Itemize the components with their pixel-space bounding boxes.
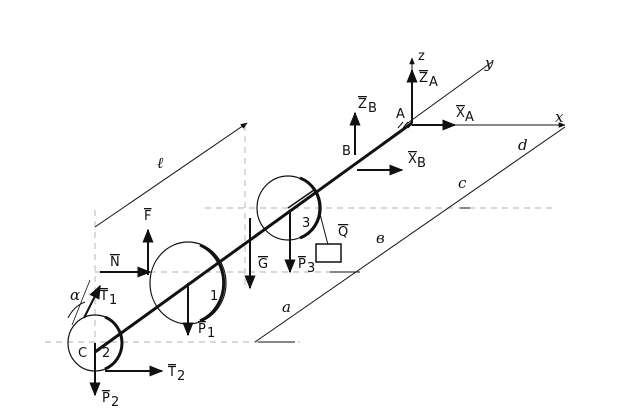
svg-text:Z: Z bbox=[358, 97, 367, 112]
construction-lines bbox=[45, 125, 555, 345]
svg-text:A: A bbox=[429, 75, 438, 90]
svg-text:P: P bbox=[102, 391, 110, 406]
dim-b-label: в bbox=[376, 229, 385, 247]
label-p3: P 3 bbox=[298, 257, 315, 276]
svg-text:T: T bbox=[99, 289, 108, 304]
svg-text:P: P bbox=[198, 322, 206, 337]
svg-text:P: P bbox=[298, 257, 306, 272]
weight-q bbox=[315, 209, 342, 263]
svg-text:A: A bbox=[465, 110, 474, 125]
dim-l-label: ℓ bbox=[157, 154, 163, 172]
label-n: N bbox=[110, 255, 120, 270]
label-g: G bbox=[258, 257, 268, 272]
bearing-a bbox=[397, 121, 414, 129]
disk-2-label: 2 bbox=[102, 346, 110, 361]
shaft bbox=[94, 121, 413, 354]
label-q: Q bbox=[338, 225, 348, 240]
dim-a-label: a bbox=[282, 298, 291, 316]
dim-line-abcd bbox=[254, 126, 566, 343]
svg-text:1: 1 bbox=[207, 326, 215, 341]
svg-text:X: X bbox=[408, 152, 417, 167]
svg-text:3: 3 bbox=[307, 261, 315, 276]
svg-text:2: 2 bbox=[177, 369, 185, 384]
point-c-label: C bbox=[78, 346, 87, 361]
point-a-label: A bbox=[396, 107, 405, 122]
label-t1: T 1 bbox=[99, 289, 117, 308]
disk-3 bbox=[256, 175, 322, 241]
angle-alpha-label: α bbox=[70, 286, 80, 304]
label-xa: X A bbox=[456, 106, 474, 125]
label-t2: T 2 bbox=[167, 365, 185, 384]
svg-text:B: B bbox=[368, 101, 377, 116]
disk-1-label: 1 bbox=[210, 289, 218, 304]
point-b-label: B bbox=[342, 144, 351, 159]
y-axis bbox=[404, 61, 493, 126]
label-zb: Z B bbox=[358, 97, 377, 116]
dim-d-label: d bbox=[518, 136, 528, 154]
force-t1-arrow bbox=[83, 284, 101, 319]
label-p1: P 1 bbox=[198, 322, 215, 341]
disk-3-label: 3 bbox=[302, 216, 310, 231]
axis-y-label: y bbox=[484, 54, 494, 72]
svg-text:2: 2 bbox=[111, 395, 119, 410]
label-f: F bbox=[144, 209, 151, 224]
dim-c-label: c bbox=[458, 174, 467, 192]
dim-line-l bbox=[94, 122, 248, 228]
dimension-lines bbox=[94, 122, 566, 343]
label-p2: P 2 bbox=[102, 391, 119, 410]
svg-text:Z: Z bbox=[419, 71, 428, 86]
axis-x-label: x bbox=[555, 108, 564, 126]
angle-arc bbox=[67, 301, 86, 319]
svg-text:X: X bbox=[456, 106, 465, 121]
label-za: Z A bbox=[419, 71, 438, 90]
svg-text:B: B bbox=[417, 156, 426, 171]
svg-text:1: 1 bbox=[109, 293, 117, 308]
axis-z-label: z bbox=[418, 49, 425, 64]
label-xb: X B bbox=[408, 152, 426, 171]
svg-text:T: T bbox=[167, 365, 176, 380]
